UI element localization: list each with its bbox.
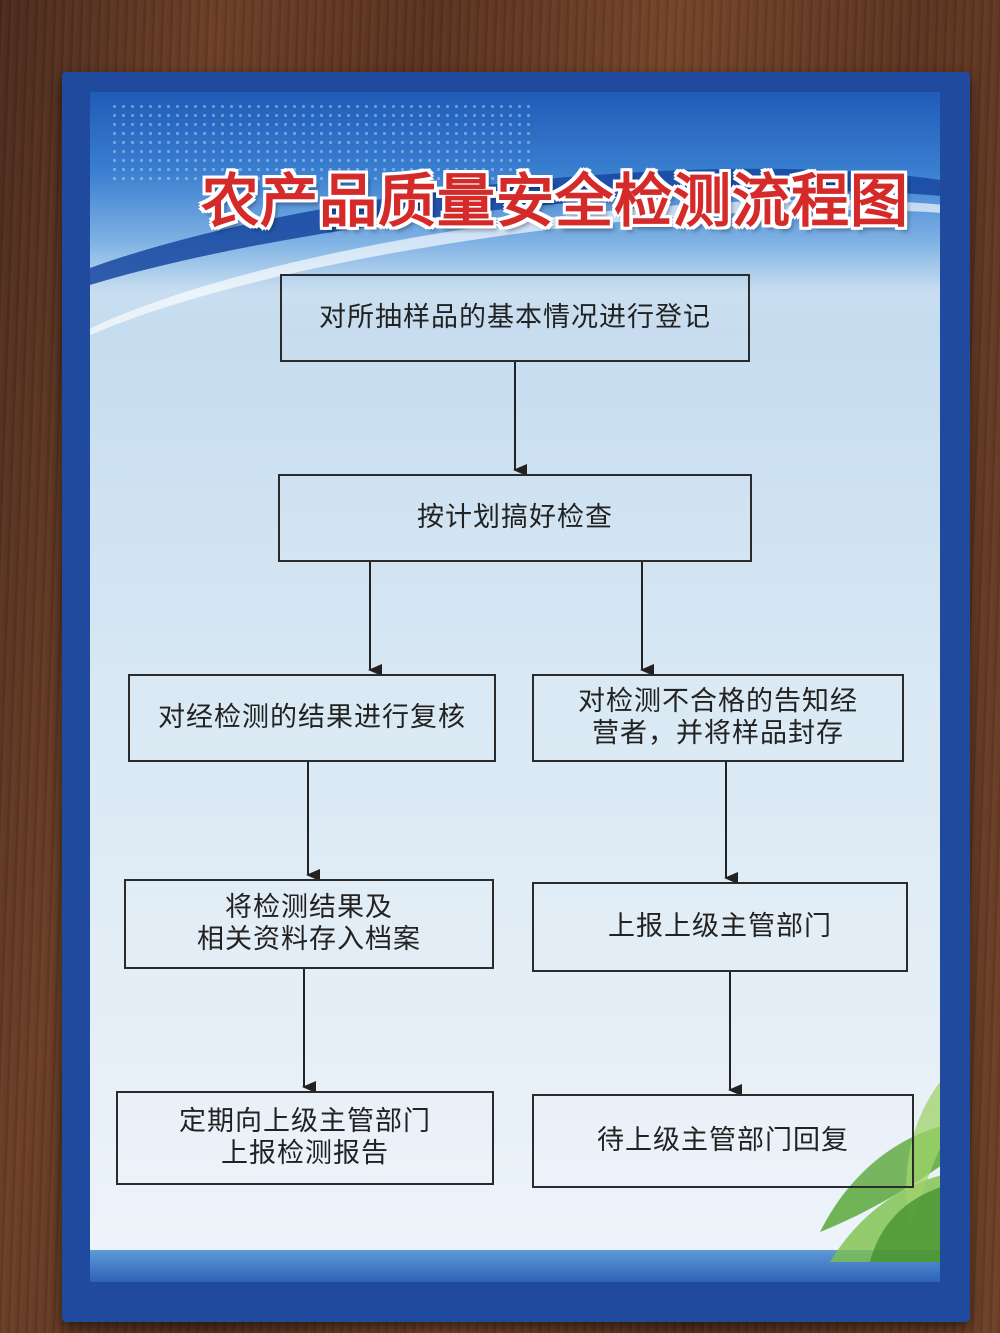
- step-report-up-label: 上报上级主管部门: [608, 910, 832, 942]
- step-report-up: 上报上级主管部门: [532, 882, 908, 972]
- step-await-reply: 待上级主管部门回复: [532, 1094, 914, 1188]
- step-notify-label: 对检测不合格的告知经 营者，并将样品封存: [578, 685, 858, 749]
- step-review: 对经检测的结果进行复核: [128, 674, 496, 762]
- flow-connectors: [302, 362, 742, 1096]
- step-register-label: 对所抽样品的基本情况进行登记: [319, 301, 711, 333]
- footer-band: [90, 1250, 940, 1282]
- dot-pattern: [110, 102, 530, 182]
- step-periodic-report-label: 定期向上级主管部门 上报检测报告: [179, 1105, 431, 1169]
- step-await-reply-label: 待上级主管部门回复: [597, 1124, 849, 1156]
- poster-title: 农产品质量安全检测流程图: [200, 167, 909, 235]
- poster-panel: 农产品质量安全检测流程图 对所抽样品的基本情况进行登记 按计划搞好检查 对经检测…: [90, 92, 940, 1282]
- poster-board: 农产品质量安全检测流程图 对所抽样品的基本情况进行登记 按计划搞好检查 对经检测…: [62, 72, 970, 1322]
- leaf-decoration-icon: [820, 1082, 940, 1262]
- step-inspect: 按计划搞好检查: [278, 474, 752, 562]
- step-inspect-label: 按计划搞好检查: [417, 501, 613, 533]
- step-archive-label: 将检测结果及 相关资料存入档案: [197, 891, 421, 955]
- step-periodic-report: 定期向上级主管部门 上报检测报告: [116, 1091, 494, 1185]
- step-register: 对所抽样品的基本情况进行登记: [280, 274, 750, 362]
- step-review-label: 对经检测的结果进行复核: [158, 701, 466, 733]
- step-archive: 将检测结果及 相关资料存入档案: [124, 879, 494, 969]
- step-notify: 对检测不合格的告知经 营者，并将样品封存: [532, 674, 904, 762]
- header-band: [90, 92, 940, 292]
